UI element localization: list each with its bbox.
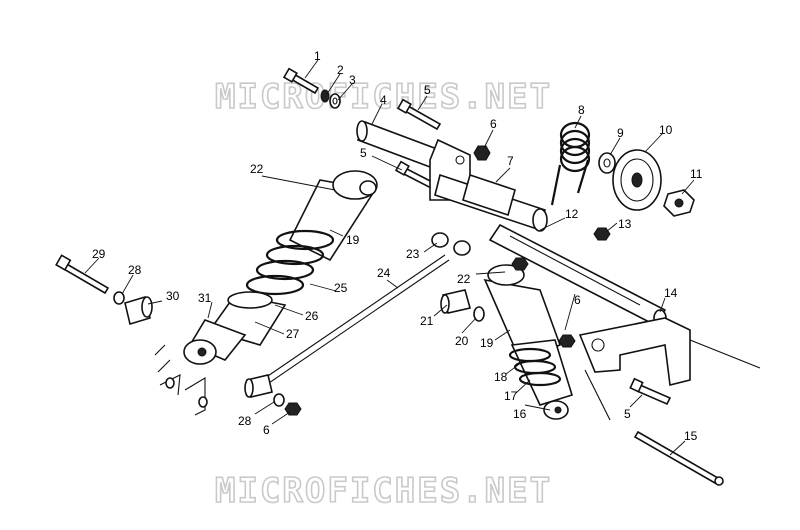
callout-25: 25	[334, 281, 348, 295]
callout-30: 30	[166, 289, 180, 303]
torsion-spring-8	[550, 121, 591, 206]
callout-19-left: 19	[346, 233, 360, 247]
callout-22-left: 22	[250, 162, 264, 176]
wheel-10	[612, 149, 662, 211]
callout-18: 18	[494, 370, 508, 384]
callout-17: 17	[504, 389, 518, 403]
rear-bracket	[578, 317, 761, 421]
bushing-lower	[244, 374, 273, 398]
callout-5-lower: 5	[624, 407, 631, 421]
callout-10: 10	[659, 123, 673, 137]
shock-left	[183, 170, 378, 365]
callout-1: 1	[314, 49, 321, 63]
callout-20: 20	[455, 334, 469, 348]
nut-11	[663, 189, 695, 217]
washer-9	[598, 152, 616, 174]
leader-lines	[84, 59, 695, 456]
callout-27: 27	[286, 327, 300, 341]
mount-brackets-left	[154, 344, 208, 416]
bolt-5-lower	[629, 377, 672, 406]
callout-23: 23	[406, 247, 420, 261]
callout-5-upper: 5	[424, 83, 431, 97]
callout-12: 12	[565, 207, 579, 221]
callout-11: 11	[690, 167, 703, 181]
washer-28-lower	[273, 393, 285, 407]
nut-22-right	[511, 257, 529, 271]
washer-3	[329, 93, 341, 109]
callout-31: 31	[198, 291, 212, 305]
bushing-21	[440, 289, 471, 314]
callout-28-lower: 28	[238, 414, 252, 428]
callout-29: 29	[92, 247, 106, 261]
callout-7: 7	[507, 154, 514, 168]
bolt-5-upper	[396, 98, 442, 131]
bolt-1	[282, 67, 320, 95]
callout-labels: 1 2 3 4 5 5 5 6 6 6 7 8 9 10 11 12 13 14…	[92, 49, 703, 443]
spacer-30	[124, 295, 153, 326]
callout-2: 2	[337, 63, 344, 77]
callout-14: 14	[664, 286, 678, 300]
nut-6-top	[473, 145, 491, 161]
nut-6-lower	[284, 402, 302, 416]
callout-22-right: 22	[457, 272, 471, 286]
callout-24: 24	[377, 266, 391, 280]
callout-26: 26	[305, 309, 319, 323]
bushings-23	[431, 232, 471, 256]
callout-28-upper: 28	[128, 263, 142, 277]
callout-16: 16	[513, 407, 527, 421]
rod-24	[261, 254, 450, 386]
watermark-top: MICROFICHES.NET	[215, 77, 552, 117]
washer-20	[473, 306, 485, 322]
bolt-29	[55, 254, 110, 295]
callout-15: 15	[684, 429, 698, 443]
nut-6-right	[558, 334, 576, 348]
callout-6-right: 6	[574, 293, 581, 307]
callout-3: 3	[349, 73, 356, 87]
washer-28-upper	[113, 291, 125, 305]
washer-2	[320, 89, 330, 103]
callout-6-top: 6	[490, 117, 497, 131]
callout-19-right: 19	[480, 336, 494, 350]
shaft-4	[356, 120, 447, 172]
shock-right	[483, 264, 573, 420]
nut-13	[593, 227, 611, 241]
bolt-5-mid	[394, 160, 438, 191]
callout-5-mid: 5	[360, 146, 367, 160]
callout-6-lower: 6	[263, 423, 270, 437]
callout-13: 13	[618, 217, 632, 231]
rod-15	[633, 430, 724, 486]
callout-9: 9	[617, 126, 624, 140]
arm-tube-7	[434, 173, 548, 232]
callout-8: 8	[578, 103, 585, 117]
callout-21: 21	[420, 314, 434, 328]
watermark-bottom: MICROFICHES.NET	[215, 471, 552, 511]
callout-4: 4	[380, 93, 387, 107]
